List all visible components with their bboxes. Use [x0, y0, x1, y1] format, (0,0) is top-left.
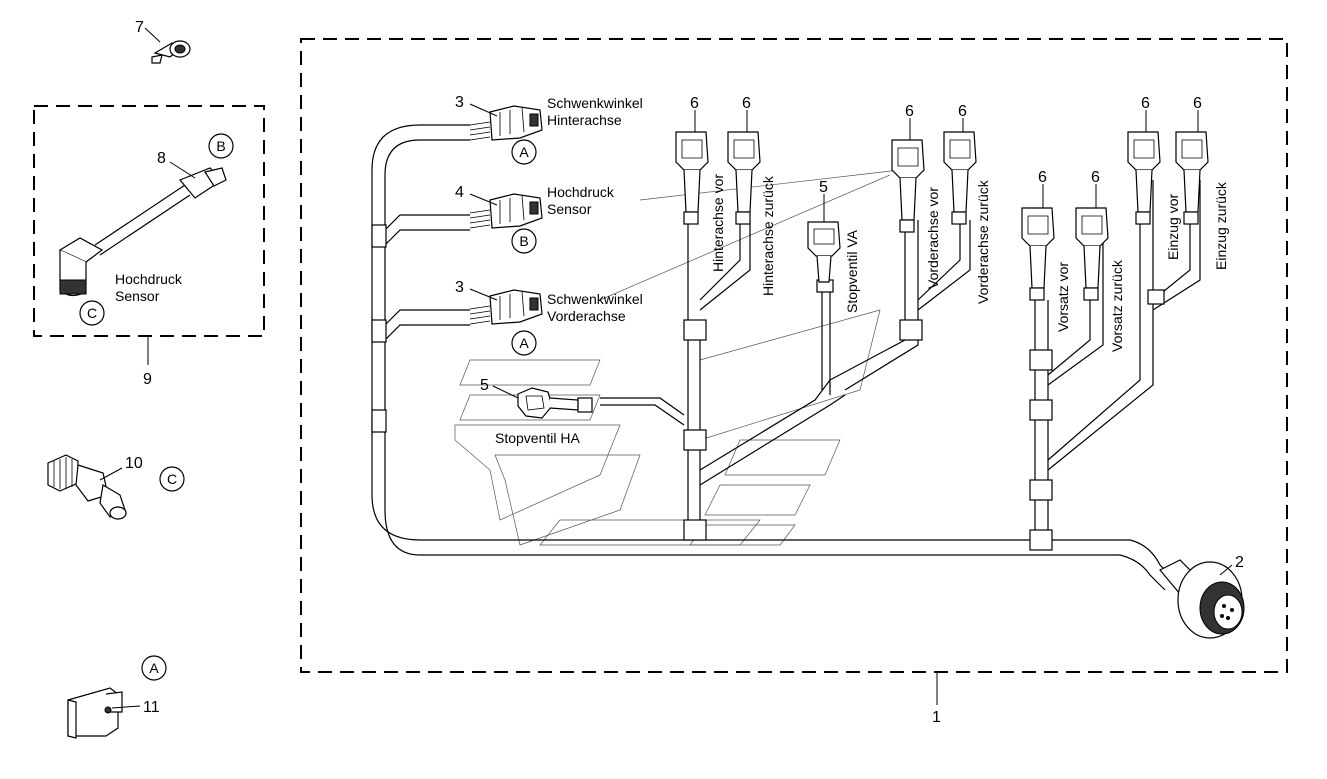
leader-lines [99, 27, 1233, 709]
callout-6-d: 6 [958, 103, 967, 120]
harness-assembly-frame [300, 38, 1288, 673]
swivel-sensor-front-connector [469, 289, 543, 325]
valve-connector-vorsatz-zurueck [1075, 207, 1109, 301]
callout-10: 10 [125, 455, 143, 472]
valve-connector-hinterachse-zurueck [727, 131, 761, 225]
mounting-bracket [67, 687, 123, 739]
label-hinterachse-vor: Hinterachse vor [710, 174, 726, 272]
ref-a-rear-text: A [519, 144, 529, 160]
label-hochdruck-2: Sensor [547, 201, 592, 217]
ref-circle-c-sensor: C [79, 300, 105, 326]
label-sensor8-1: Hochdruck [115, 271, 183, 287]
valve-connector-einzug-vor [1127, 131, 1161, 225]
main-harness [371, 124, 1176, 591]
callout-6-f: 6 [1091, 169, 1100, 186]
ref-b-harness-text: B [519, 233, 528, 249]
valve-connector-einzug-zurueck [1175, 131, 1209, 225]
label-vorsatz-vor: Vorsatz vor [1055, 262, 1071, 332]
label-schwenkwinkel-hinten-1: Schwenkwinkel [547, 95, 643, 111]
label-einzug-vor: Einzug vor [1165, 194, 1181, 260]
callout-6-b: 6 [742, 95, 751, 112]
callout-2: 2 [1235, 554, 1244, 571]
label-vorderachse-vor: Vorderachse vor [925, 187, 941, 289]
callout-6-c: 6 [905, 103, 914, 120]
callout-6-e: 6 [1038, 169, 1047, 186]
label-vorsatz-zurueck: Vorsatz zurück [1109, 259, 1125, 352]
valve-connector-vorderachse-vor [891, 139, 925, 233]
label-schwenkwinkel-hinten-2: Hinterachse [547, 112, 622, 128]
callout-6-a: 6 [690, 95, 699, 112]
high-pressure-sensor-cable [58, 167, 227, 297]
ref-circle-c-part10: C [159, 466, 185, 492]
rear-axle-branch [600, 220, 971, 541]
valve-connector-vorsatz-vor [1021, 207, 1055, 301]
callout-3-rear: 3 [455, 94, 464, 111]
ref-circle-b-harness: B [511, 228, 537, 254]
high-pressure-sensor-connector [469, 193, 543, 229]
ref-circle-a-part11: A [141, 655, 167, 681]
callout-11: 11 [143, 699, 160, 716]
stop-valve-front-connector [807, 221, 841, 283]
ref-a-front-text: A [519, 335, 529, 351]
callout-8: 8 [157, 150, 166, 167]
ref-a-part11-text: A [149, 660, 159, 676]
callout-5-front: 5 [819, 179, 828, 196]
label-stopventil-ha: Stopventil HA [495, 430, 580, 446]
valve-connector-hinterachse-vor [675, 131, 709, 225]
ref-circle-b-sensor: B [208, 133, 234, 159]
label-einzug-zurueck: Einzug zurück [1213, 181, 1229, 270]
callout-5-rear: 5 [480, 377, 489, 394]
label-hinterachse-zurueck: Hinterachse zurück [760, 175, 776, 296]
label-schwenkwinkel-vorne-2: Vorderachse [547, 308, 626, 324]
callout-9: 9 [143, 371, 152, 388]
ref-b-sensor-text: B [216, 138, 225, 154]
cable-clip [151, 40, 191, 64]
valve-connector-vorderachse-zurueck [943, 131, 977, 225]
label-hochdruck-1: Hochdruck [547, 184, 615, 200]
sensor-kit-frame [33, 105, 265, 337]
callout-7: 7 [135, 19, 144, 36]
swivel-sensor-rear-connector [469, 105, 543, 141]
ref-circle-a-front: A [511, 330, 537, 356]
label-schwenkwinkel-vorne-1: Schwenkwinkel [547, 291, 643, 307]
callout-4: 4 [455, 184, 464, 201]
pressure-sensor [47, 454, 127, 520]
front-attachment-branch [1029, 180, 1201, 551]
stop-valve-rear-connector [517, 387, 593, 419]
label-sensor8-2: Sensor [115, 288, 160, 304]
main-round-connector [1159, 559, 1245, 639]
label-stopventil-va: Stopventil VA [844, 229, 860, 313]
ref-c-part10-text: C [167, 471, 177, 487]
callout-6-g: 6 [1141, 95, 1150, 112]
callout-3-front: 3 [455, 279, 464, 296]
ref-circle-a-rear: A [511, 139, 537, 165]
callout-1: 1 [932, 709, 941, 726]
label-vorderachse-zurueck: Vorderachse zurück [975, 179, 991, 304]
callout-6-h: 6 [1193, 95, 1202, 112]
ref-c-sensor-text: C [87, 305, 97, 321]
